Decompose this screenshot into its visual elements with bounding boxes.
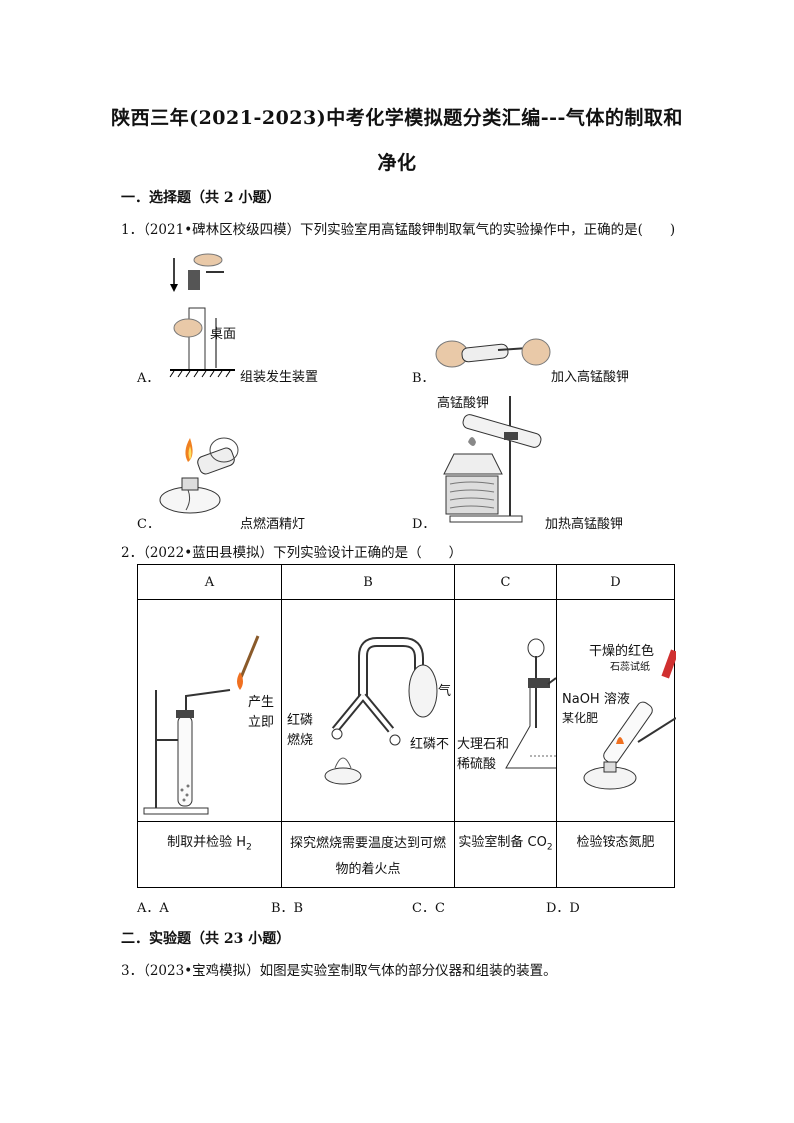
label-permanganate: 高锰酸钾 [437, 396, 490, 411]
q2-option-d[interactable]: D．D [546, 901, 580, 916]
figure-a-hydrogen-apparatus [143, 635, 260, 815]
caption-a-text: 制取并检验 H [167, 835, 247, 850]
figure-assemble-apparatus [169, 253, 235, 378]
label-b-gas: 气 [438, 684, 452, 699]
caption-c-text: 实验室制备 CO [458, 835, 547, 850]
caption-a-sub: 2 [246, 842, 252, 853]
option-b-letter[interactable]: B． [412, 371, 435, 386]
label-a-produce: 产生 [248, 695, 275, 710]
table-caption-c: 实验室制备 CO2 [454, 821, 557, 888]
figure-light-alcohol-lamp [159, 437, 239, 514]
page-title-line-2: 净化 [377, 152, 417, 174]
table-header-a: A [137, 564, 282, 600]
option-d-caption: 加热高锰酸钾 [545, 517, 624, 532]
option-c-caption: 点燃酒精灯 [240, 517, 306, 532]
label-b-burn: 燃烧 [287, 733, 314, 748]
label-a-immediately: 立即 [248, 715, 275, 730]
label-c-marble: 大理石和 [457, 737, 510, 752]
table-caption-a: 制取并检验 H2 [137, 821, 282, 888]
figure-c-co2-apparatus [505, 638, 556, 769]
option-a-letter[interactable]: A． [137, 371, 160, 386]
question-3-text: 3．（2023•宝鸡模拟）如图是实验室制取气体的部分仪器和组装的装置。 [121, 963, 557, 979]
table-header-b: B [281, 564, 455, 600]
label-desktop: 桌面 [210, 327, 237, 342]
label-d-naoh: NaOH 溶液 [562, 692, 630, 707]
label-d-fertilizer: 某化肥 [562, 711, 599, 725]
figure-add-permanganate [435, 338, 551, 368]
table-caption-d: 检验铵态氮肥 [556, 821, 675, 888]
label-d-dry-red: 干燥的红色 [589, 644, 655, 659]
label-d-litmus-paper: 石蕊试纸 [610, 662, 650, 673]
question-1-text: 1．（2021•碑林区校级四模）下列实验室用高锰酸钾制取氧气的实验操作中，正确的… [121, 222, 676, 238]
option-c-letter[interactable]: C． [137, 517, 160, 532]
label-c-sulfuric-acid: 稀硫酸 [457, 757, 497, 772]
section-heading-choice: 一．选择题（共 2 小题） [121, 190, 281, 206]
section-heading-experiment: 二．实验题（共 23 小题） [121, 931, 291, 947]
option-b-caption: 加入高锰酸钾 [551, 370, 630, 385]
question-2-text: 2．（2022•蓝田县模拟）下列实验设计正确的是（ ） [121, 545, 463, 561]
figure-d-fertilizer-test [583, 649, 676, 790]
label-b-red-phosphorus: 红磷 [287, 713, 314, 728]
option-a-caption: 组装发生装置 [240, 370, 319, 385]
table-header-d: D [556, 564, 675, 600]
table-cell-figure-c [454, 599, 557, 822]
q2-option-c[interactable]: C．C [412, 901, 445, 916]
q2-option-a[interactable]: A．A [137, 901, 169, 916]
table-caption-b: 探究燃烧需要温度达到可燃物的着火点 [281, 821, 455, 888]
caption-c-sub: 2 [546, 842, 553, 853]
figure-heat-permanganate [443, 396, 542, 523]
caption-b-line2: 物的着火点 [335, 862, 401, 877]
option-d-letter[interactable]: D． [412, 517, 436, 532]
caption-b-line1: 探究燃烧需要温度达到可燃 [289, 836, 446, 851]
table-header-c: C [454, 564, 557, 600]
q2-option-b[interactable]: B．B [271, 901, 304, 916]
experiment-table: A B C D 制取并检验 H2 探究燃烧需要温度达到可燃物的着火点 实验室制备… [137, 564, 675, 888]
label-b-no-burn: 红磷不 [410, 737, 450, 752]
figure-b-phosphorus-apparatus [324, 637, 438, 785]
page-title-line-1: 陕西三年(2021-2023)中考化学模拟题分类汇编---气体的制取和 [111, 107, 683, 129]
